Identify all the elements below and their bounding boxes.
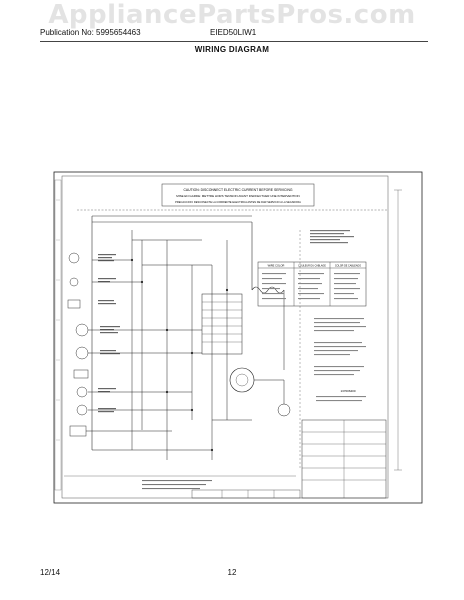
- wiring-diagram: CAUTION: DISCONNECT ELECTRIC CURRENT BEF…: [53, 171, 423, 504]
- header-rule: [40, 41, 428, 42]
- publication-number: Publication No: 5995654463: [40, 28, 141, 37]
- caution-text-2: MISE EN GARDE: METTRE HORS TENSION AVANT…: [176, 194, 299, 198]
- page-title: WIRING DIAGRAM: [194, 45, 270, 54]
- table-header-2: COULEUR DU CABLAGE: [298, 265, 326, 268]
- footer-date: 12/14: [40, 568, 61, 577]
- table-header-1: WIRE COLOR: [268, 264, 285, 268]
- part-number: 137006400: [340, 389, 355, 393]
- watermark: AppliancePartsPros.com: [48, 0, 416, 30]
- table-header-3: COLOR DE CABLEADO: [335, 265, 361, 268]
- page-number: 12: [227, 568, 237, 577]
- caution-text-3: PRECAUCION: DESCONECTE LA CORRIENTE ELEC…: [175, 200, 301, 204]
- model-number: EIED50LIW1: [210, 28, 257, 37]
- caution-text-1: CAUTION: DISCONNECT ELECTRIC CURRENT BEF…: [183, 188, 292, 192]
